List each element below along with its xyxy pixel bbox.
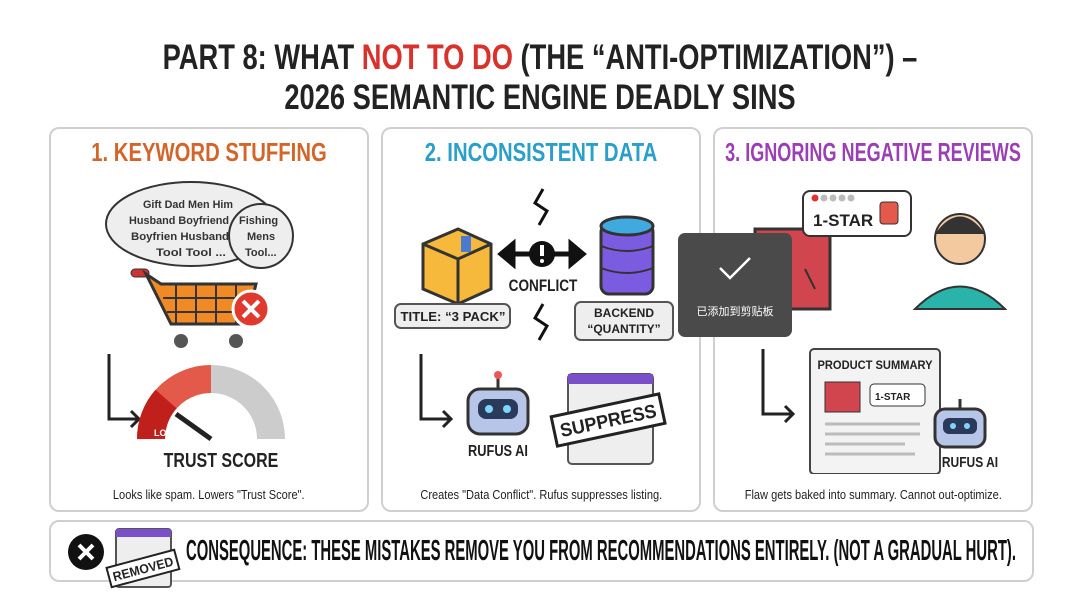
- bubble-word: Tool...: [245, 247, 277, 259]
- title-suffix: (THE “ANTI-OPTIMIZATION”) –: [512, 38, 918, 77]
- close-circle-icon: [68, 534, 104, 570]
- arrow-icon: [419, 354, 454, 429]
- conflict-label: CONFLICT: [509, 277, 578, 296]
- conflict-arrow-icon: [497, 238, 587, 270]
- panel-title: 3. IGNORING NEGATIVE REVIEWS: [725, 137, 1021, 167]
- lightning-icon: [533, 188, 549, 226]
- toast-message: 已添加到剪贴板: [696, 306, 774, 318]
- bubble-word: Fishing: [239, 215, 278, 227]
- summary-title: PRODUCT SUMMARY: [818, 358, 933, 372]
- title-highlight: NOT TO DO: [361, 38, 513, 77]
- title-tag-label: TITLE: “3 PACK”: [401, 309, 506, 324]
- consequence-banner: REMOVED CONSEQUENCE: THESE MISTAKES REMO…: [49, 520, 1034, 589]
- panel-inconsistent-data: 2. INCONSISTENT DATA CONFLICT TITLE: “3 …: [381, 127, 701, 512]
- backend-tag-label: BACKEND: [594, 306, 654, 320]
- consequence-text: CONSEQUENCE: THESE MISTAKES REMOVE YOU F…: [186, 535, 1016, 567]
- removed-listing-icon: REMOVED: [105, 528, 181, 589]
- panel-caption: Looks like spam. Lowers "Trust Score".: [113, 487, 305, 502]
- trust-score-label: TRUST SCORE: [164, 449, 279, 471]
- speech-bubble-icon: Gift Dad Men Him Husband Boyfriend Boyfr…: [105, 181, 294, 269]
- bubble-word: Gift Dad Men Him: [143, 199, 233, 211]
- robot-icon: [933, 399, 987, 449]
- arrow-icon: [107, 354, 142, 429]
- bubble-word: Boyfrien Husband: [131, 231, 229, 243]
- gauge-low-label: LOW: [154, 428, 175, 438]
- bubble-word: Mens: [247, 231, 275, 243]
- rufus-ai-label: RUFUS AI: [942, 454, 998, 471]
- checkmark-icon: [719, 257, 751, 280]
- title-prefix: PART 8: WHAT: [162, 38, 362, 77]
- rufus-ai-label: RUFUS AI: [468, 443, 528, 461]
- banner-icons: REMOVED: [68, 528, 181, 589]
- suppressed-listing-icon: SUPPRESS: [549, 373, 667, 465]
- panel-caption: Creates "Data Conflict". Rufus suppresse…: [420, 487, 662, 502]
- trust-gauge-icon: LOW: [136, 365, 285, 442]
- person-covering-ears-icon: [912, 213, 1008, 310]
- clipboard-toast: 已添加到剪贴板: [678, 233, 792, 337]
- panel-keyword-stuffing: 1. KEYWORD STUFFING Gift Dad Men Him Hus…: [49, 127, 369, 512]
- summary-review-label: 1-STAR: [875, 392, 911, 403]
- bubble-word: Tool Tool ...: [156, 247, 226, 259]
- inconsistent-data-illustration: CONFLICT TITLE: “3 PACK” BACKEND “QUANTI…: [394, 188, 674, 465]
- package-box-icon: [421, 227, 493, 306]
- title-subtitle: 2026 SEMANTIC ENGINE DEADLY SINS: [284, 78, 796, 117]
- lightning-icon: [533, 303, 549, 341]
- backend-tag-label: “QUANTITY”: [587, 322, 660, 336]
- product-summary-card: PRODUCT SUMMARY 1-STAR: [809, 348, 941, 474]
- page-title: PART 8: WHAT NOT TO DO (THE “ANTI-OPTIMI…: [163, 38, 918, 78]
- panel-caption: Flaw gets baked into summary. Cannot out…: [744, 487, 1002, 502]
- one-star-label: 1-STAR: [813, 211, 873, 230]
- keyword-stuffing-illustration: Gift Dad Men Him Husband Boyfriend Boyfr…: [105, 181, 294, 471]
- error-x-icon: [231, 289, 271, 329]
- bubble-word: Husband Boyfriend: [129, 215, 229, 227]
- arrow-icon: [761, 349, 796, 424]
- database-icon: [599, 215, 655, 296]
- robot-icon: [466, 371, 530, 436]
- star-rating-icon: [811, 194, 855, 202]
- panel-title: 2. INCONSISTENT DATA: [424, 137, 658, 167]
- thumbs-down-icon: [879, 201, 899, 225]
- panel-title: 1. KEYWORD STUFFING: [91, 137, 327, 167]
